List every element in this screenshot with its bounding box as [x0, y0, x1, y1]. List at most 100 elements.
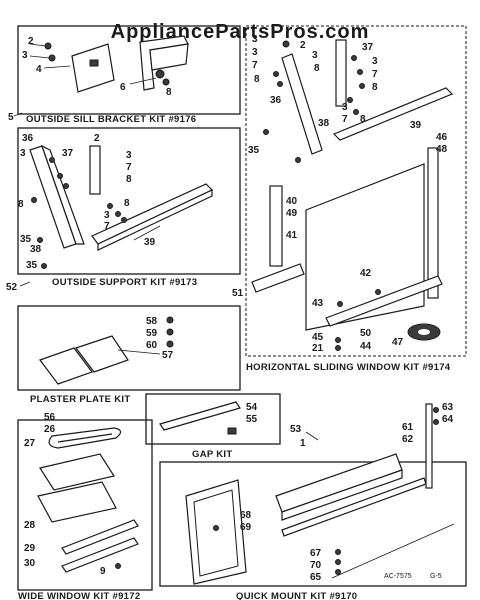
callout-54: 54 [246, 402, 258, 413]
sill-plate-part [71, 43, 115, 93]
callout-1: 1 [300, 438, 306, 449]
gap-kit: 54 55 GAP KIT [145, 393, 281, 460]
callout-3h: 3 [372, 56, 378, 67]
callout-47: 47 [392, 337, 404, 348]
wide-window-rail [61, 519, 139, 555]
callout-4: 4 [36, 64, 42, 75]
wide-window-kit: 56 26 27 28 29 30 9 WIDE WINDOW KIT #917… [17, 412, 153, 600]
slider-window-panel [305, 163, 425, 331]
callout-57: 57 [162, 350, 174, 361]
sill-bracket-washer [162, 78, 170, 86]
callout-40: 40 [286, 196, 298, 207]
callout-8c: 8 [18, 199, 24, 210]
callout-3e: 3 [252, 34, 258, 45]
callout-44: 44 [360, 341, 372, 352]
callout-3f: 3 [252, 47, 258, 58]
plaster-plate-kit: 58 59 60 57 PLASTER PLATE KIT [17, 305, 241, 405]
callout-35: 35 [20, 234, 32, 245]
callout-62: 62 [402, 434, 414, 445]
outside-sill-bracket-box [17, 25, 241, 115]
support-rail-edge [97, 189, 213, 251]
plaster-plate-caption: PLASTER PLATE KIT [30, 394, 130, 405]
outside-support-box [17, 127, 241, 275]
sill-bracket-nut [155, 69, 165, 79]
callout-21: 21 [312, 343, 324, 354]
callout-9: 9 [100, 566, 106, 577]
callout-29: 29 [24, 543, 36, 554]
callout-2b: 2 [94, 133, 100, 144]
horizontal-sliding-box [245, 25, 467, 357]
slider-left-post [269, 185, 283, 267]
callout-46: 46 [436, 132, 448, 143]
callout-8h: 8 [360, 114, 366, 125]
callout-39: 39 [144, 237, 156, 248]
support-leg-left-side [40, 144, 85, 245]
callout-53: 53 [290, 424, 302, 435]
callout-69: 69 [240, 522, 252, 533]
callout-6: 6 [120, 82, 126, 93]
outside-sill-bracket-kit: 2 3 4 6 8 5 OUTSIDE SILL BRACKET KIT #91… [8, 25, 241, 125]
callout-68: 68 [240, 510, 252, 521]
callout-3i: 3 [342, 102, 348, 113]
quick-mount-box [159, 461, 467, 587]
callout-27: 27 [24, 438, 36, 449]
outside-support-caption: OUTSIDE SUPPORT KIT #9173 [52, 277, 197, 288]
callout-30: 30 [24, 558, 36, 569]
callout-35b: 35 [26, 260, 38, 271]
plaster-plate-box [17, 305, 241, 391]
outside-support-kit: 36 2 3 37 3 7 8 8 3 7 8 35 38 39 35 52 O… [6, 127, 241, 293]
gap-clip [227, 427, 237, 435]
callout-35c: 35 [248, 145, 260, 156]
callout-3g: 3 [312, 50, 318, 61]
page-ref: G-5 [430, 573, 442, 580]
callout-49: 49 [286, 208, 298, 219]
callout-56: 56 [44, 412, 56, 423]
callout-3d: 3 [104, 210, 110, 221]
callout-51: 51 [232, 288, 244, 299]
callout-65: 65 [310, 572, 322, 583]
quick-mount-bar-edge [281, 469, 403, 521]
horizontal-sliding-caption: HORIZONTAL SLIDING WINDOW KIT #9174 [246, 362, 451, 373]
plaster-plate-right [75, 335, 129, 373]
callout-28: 28 [24, 520, 36, 531]
callout-38b: 38 [318, 118, 330, 129]
callout-39b: 39 [410, 120, 422, 131]
gap-seal-strip [159, 401, 241, 431]
callout-7: 7 [126, 162, 132, 173]
plaster-plate-left [39, 347, 93, 385]
quick-mount-caption: QUICK MOUNT KIT #9170 [236, 591, 357, 600]
wide-window-panel-upper [39, 453, 115, 491]
callout-70: 70 [310, 560, 322, 571]
slider-top-rail [332, 87, 454, 141]
callout-67: 67 [310, 548, 322, 559]
callout-58: 58 [146, 316, 158, 327]
callout-37b: 37 [362, 42, 374, 53]
callout-45: 45 [312, 332, 324, 343]
callout-64: 64 [442, 414, 454, 425]
callout-8d: 8 [124, 198, 130, 209]
wide-window-box [17, 419, 153, 591]
quick-mount-bracket [425, 403, 433, 489]
outside-sill-caption: OUTSIDE SILL BRACKET KIT #9176 [26, 114, 196, 125]
slider-side-post [427, 147, 439, 299]
callout-55: 55 [246, 414, 258, 425]
callout-8g: 8 [372, 82, 378, 93]
callout-8: 8 [166, 87, 172, 98]
callout-7e: 7 [342, 114, 348, 125]
gap-kit-caption: GAP KIT [192, 449, 232, 460]
callout-7b: 7 [104, 221, 110, 232]
support-rail [91, 183, 214, 245]
callout-3c: 3 [126, 150, 132, 161]
callout-61: 61 [402, 422, 414, 433]
slider-bottom-rail-left [251, 263, 305, 293]
wide-window-rail-lower [61, 537, 139, 573]
callout-52: 52 [6, 282, 18, 293]
callout-41: 41 [286, 230, 298, 241]
drawing-code: AC-7575 [384, 573, 412, 580]
horizontal-sliding-window-kit: 3 3 7 8 2 3 8 36 37 3 7 8 3 7 8 38 35 39… [232, 25, 467, 373]
quick-mount-kit: 53 61 62 63 64 68 69 67 70 65 1 AC-7575 … [159, 402, 467, 600]
callout-37: 37 [62, 148, 74, 159]
callout-3b: 3 [20, 148, 26, 159]
slider-vertical-bar [335, 39, 347, 107]
